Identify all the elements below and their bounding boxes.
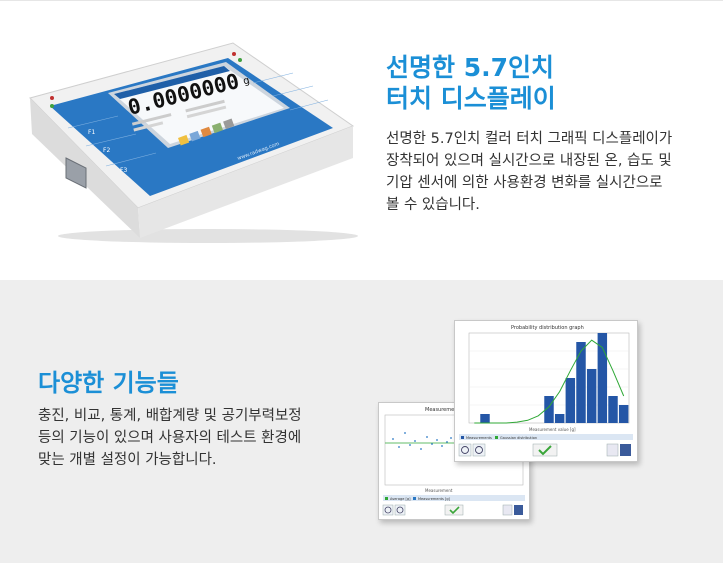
- screen-header: [114, 66, 230, 99]
- x-axis-label: Measurement value [g]: [529, 427, 576, 432]
- zoom-in-icon: [384, 506, 392, 514]
- legend-measurements: Measurements: [466, 436, 492, 440]
- screen-info-line: [133, 121, 164, 132]
- description-line: 기압 센서에 의한 사용환경 변화를 실시간으로: [386, 175, 663, 191]
- legend-gaussian: Gaussian distribution: [500, 436, 537, 440]
- legend-bar: [383, 495, 525, 501]
- histogram-bar: [586, 369, 597, 423]
- description-line: 선명한 5.7인치 컬러 터치 그래픽 디스플레이가: [386, 131, 673, 147]
- zoom-out-icon[interactable]: [394, 504, 406, 516]
- title-line: 선명한 5.7인치: [386, 53, 554, 82]
- function-key-f2[interactable]: F2: [103, 147, 110, 154]
- legend-measurements: Measurements [g]: [418, 497, 451, 501]
- top-divider: [0, 0, 723, 1]
- key-divider: [252, 72, 294, 84]
- histogram-bar: [544, 396, 554, 423]
- screen-info-line: [185, 99, 225, 113]
- zoom-out-button[interactable]: [472, 443, 486, 457]
- gaussian-curve: [474, 339, 625, 424]
- histogram-bar: [597, 333, 608, 423]
- led-indicator: [50, 96, 54, 100]
- measurement-points: [392, 432, 452, 450]
- zoom-in-icon: [461, 446, 469, 454]
- legend-average: Average [g]: [390, 497, 411, 501]
- zoom-in-button[interactable]: [458, 443, 472, 457]
- screen-icon[interactable]: [189, 130, 201, 142]
- led-indicator: [50, 104, 54, 108]
- zoom-out-icon: [475, 446, 483, 454]
- legend-swatch: [385, 497, 388, 500]
- legend-swatch: [461, 436, 464, 439]
- description-line: 장착되어 있으며 실시간으로 내장된 온, 습도 및: [386, 153, 672, 169]
- function-key-f3[interactable]: F3: [120, 167, 127, 174]
- chart-title: Probability distribution graph: [511, 325, 584, 331]
- title-line: 터치 디스플레이: [386, 84, 556, 114]
- distribution-window: Probability distribution graph Measureme…: [454, 320, 638, 462]
- screen-info-line: [186, 105, 227, 119]
- description-line: 충진, 비교, 통계, 배합계량 및 공기부력보정: [38, 408, 302, 424]
- zoom-in-icon[interactable]: [382, 504, 394, 516]
- screen-icon[interactable]: [211, 122, 224, 134]
- checkmark-icon: [538, 445, 552, 456]
- device-shadow: [58, 229, 358, 243]
- screen-icon[interactable]: [223, 118, 235, 130]
- serial-port: [65, 157, 87, 189]
- screen-icon[interactable]: [200, 126, 212, 138]
- zoom-out-icon: [396, 506, 404, 514]
- histogram-bar: [554, 414, 565, 423]
- key-divider: [85, 133, 137, 147]
- legend-swatch: [413, 497, 416, 500]
- x-axis-label: Measurement: [425, 488, 453, 493]
- window-title: Measurements: [425, 407, 462, 413]
- save-icon[interactable]: [620, 444, 631, 456]
- histogram-bar: [565, 378, 576, 423]
- balance-terminal-device: 0.0000000 g F1 F2 F3 www.radwag.com: [29, 42, 358, 243]
- led-indicator: [238, 58, 242, 62]
- key-divider: [289, 99, 329, 111]
- screen-icon[interactable]: [178, 134, 190, 146]
- histogram-bar: [608, 396, 618, 423]
- distribution-plot: Probability distribution graph Measureme…: [458, 325, 633, 457]
- histogram-bar: [618, 405, 629, 423]
- touch-display-title: 선명한 5.7인치 터치 디스플레이: [386, 52, 556, 115]
- legend-bar: [459, 434, 633, 440]
- function-key-f1[interactable]: F1: [88, 129, 95, 136]
- ok-button[interactable]: [532, 443, 558, 457]
- features-title: 다양한 기능들: [38, 369, 179, 397]
- save-icon[interactable]: [514, 505, 523, 515]
- checkmark-icon: [449, 506, 460, 515]
- description-line: 볼 수 있습니다.: [386, 197, 480, 213]
- led-indicator: [232, 52, 236, 56]
- histogram-bar: [576, 342, 586, 423]
- key-divider: [67, 115, 119, 129]
- description-line: 등의 기능이 있으며 사용자의 테스트 환경에: [38, 430, 302, 446]
- screen-info-line: [131, 113, 172, 126]
- touch-display-description: 선명한 5.7인치 컬러 터치 그래픽 디스플레이가 장착되어 있으며 실시간으…: [386, 128, 706, 216]
- legend-swatch: [495, 436, 498, 439]
- histogram-bar: [480, 414, 490, 423]
- features-description: 충진, 비교, 통계, 배합계량 및 공기부력보정 등의 기능이 있으며 사용자…: [38, 405, 358, 471]
- key-divider: [105, 152, 157, 167]
- report-icon[interactable]: [502, 504, 513, 516]
- description-line: 맞는 개별 설정이 가능합니다.: [38, 452, 217, 468]
- device-body-front: [138, 126, 353, 238]
- ok-button[interactable]: [444, 504, 464, 516]
- report-icon[interactable]: [606, 443, 619, 457]
- weight-unit: g: [242, 75, 251, 87]
- key-divider: [272, 85, 314, 97]
